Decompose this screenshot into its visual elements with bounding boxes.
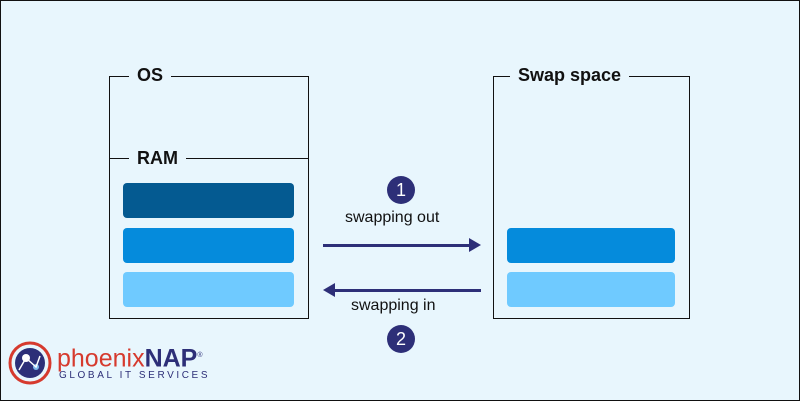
phoenixnap-globe-icon: [8, 341, 52, 385]
step-1-badge: 1: [387, 176, 415, 204]
phoenixnap-logo: phoenixNAP® GLOBAL IT SERVICES: [7, 340, 237, 386]
ram-divider: [109, 158, 309, 159]
os-box: [109, 76, 309, 319]
ram-block-mid: [123, 228, 294, 263]
os-box-top-border: [109, 76, 309, 77]
logo-wordmark: phoenixNAP®: [57, 344, 203, 373]
swap-in-arrow: [323, 283, 481, 297]
swap-block-light: [507, 272, 675, 307]
step-2-badge: 2: [387, 325, 415, 353]
os-label: OS: [129, 65, 172, 85]
ram-block-dark: [123, 183, 294, 218]
swapping-in-label: swapping in: [351, 297, 436, 314]
swap-out-arrow: [323, 238, 481, 252]
ram-label: RAM: [129, 148, 186, 168]
swap-space-box: [493, 76, 690, 319]
logo-tagline: GLOBAL IT SERVICES: [59, 370, 211, 381]
swap-space-label: Swap space: [510, 65, 630, 85]
ram-block-light: [123, 272, 294, 307]
swapping-out-label: swapping out: [345, 209, 440, 226]
swap-block-mid: [507, 228, 675, 263]
